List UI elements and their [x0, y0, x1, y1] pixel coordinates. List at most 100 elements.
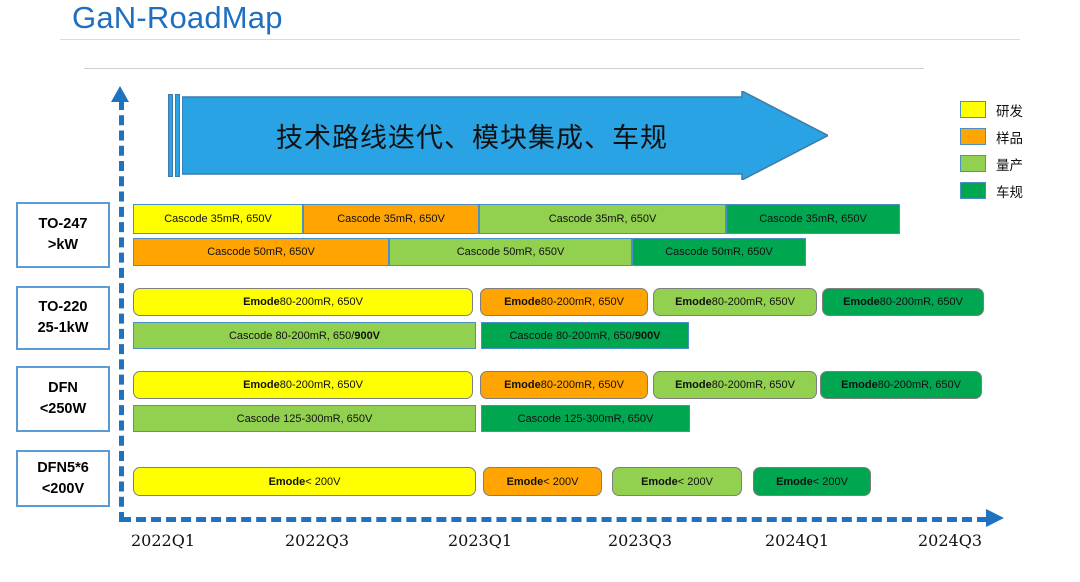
bar-to247-t0-s1[interactable]: Cascode 35mR, 650V: [303, 204, 479, 234]
bar-dfn56-t0-s3[interactable]: Emode < 200V: [753, 467, 871, 496]
row-label-line2: <200V: [41, 480, 85, 497]
vertical-axis-dashed-line: [119, 100, 124, 522]
tick-label-2023q3: 2023Q3: [607, 531, 672, 550]
bar-label: Cascode 125-300mR, 650V: [517, 412, 654, 425]
bar-label-bold-tail: 900V: [354, 329, 381, 342]
bar-dfn56-t0-s0[interactable]: Emode < 200V: [133, 467, 476, 496]
title-divider: [60, 39, 1020, 40]
bar-label-bold-tail: 900V: [634, 329, 661, 342]
bar-to220-t0-s1[interactable]: Emode 80-200mR, 650V: [480, 288, 648, 316]
bar-label: < 200V: [812, 475, 848, 488]
legend-item-1: 样品: [960, 123, 1023, 150]
bar-label-bold: Emode: [776, 475, 813, 488]
tick-label-2024q1: 2024Q1: [764, 531, 829, 550]
bar-to247-t1-s2[interactable]: Cascode 50mR, 650V: [632, 238, 806, 266]
legend-item-0: 研发: [960, 96, 1023, 123]
bar-label-bold: Emode: [243, 379, 280, 391]
legend-item-3: 车规: [960, 177, 1023, 204]
process-arrow-tick-1: [168, 94, 173, 177]
bar-label: Cascode 35mR, 650V: [337, 213, 445, 225]
bar-dfn-t0-s1[interactable]: Emode 80-200mR, 650V: [480, 371, 648, 399]
row-label-line1: TO-220: [38, 299, 88, 315]
bar-label: 80-200mR, 650V: [279, 379, 363, 391]
legend-swatch-yanfa-icon: [960, 101, 986, 118]
bar-label-bold: Emode: [675, 379, 712, 391]
legend-label: 研发: [996, 103, 1023, 120]
bar-label: 80-200mR, 650V: [711, 296, 795, 308]
bar-to247-t0-s0[interactable]: Cascode 35mR, 650V: [133, 204, 303, 234]
bar-label: 80-200mR, 650V: [877, 379, 961, 391]
tick-label-2023q1: 2023Q1: [447, 531, 512, 550]
legend: 研发 样品 量产 车规: [960, 96, 1023, 204]
row-label-line2: >kW: [47, 237, 79, 253]
bar-to220-t0-s0[interactable]: Emode 80-200mR, 650V: [133, 288, 473, 316]
bar-to220-t0-s2[interactable]: Emode 80-200mR, 650V: [653, 288, 817, 316]
bar-label: 80-200mR, 650V: [540, 379, 624, 391]
vertical-axis-arrow-icon: [111, 86, 129, 102]
row-label-line2: 25-1kW: [37, 320, 89, 336]
bar-label: 80-200mR, 650V: [879, 296, 963, 308]
bar-label: 80-200mR, 650V: [711, 379, 795, 391]
bar-label: Cascode 125-300mR, 650V: [236, 412, 373, 425]
process-arrow-tick-2: [175, 94, 180, 177]
bar-label: < 200V: [543, 475, 579, 488]
legend-swatch-chegui-icon: [960, 182, 986, 199]
bar-label-bold: Emode: [843, 296, 880, 308]
bar-to247-t0-s3[interactable]: Cascode 35mR, 650V: [726, 204, 900, 234]
bar-label: Cascode 50mR, 650V: [456, 246, 565, 258]
tick-label-2024q3: 2024Q3: [917, 531, 982, 550]
bar-dfn-t1-s1[interactable]: Cascode 125-300mR, 650V: [481, 405, 690, 432]
bar-label: 80-200mR, 650V: [279, 296, 363, 308]
bar-label: Cascode 35mR, 650V: [548, 213, 657, 225]
timeline-axis-arrow-icon: [986, 509, 1004, 527]
bar-label-bold: Emode: [841, 379, 878, 391]
timeline-axis-dashed-line: [121, 517, 987, 522]
bar-label: Cascode 80-200mR, 650/: [509, 329, 635, 342]
legend-label: 车规: [996, 184, 1023, 201]
legend-label: 样品: [996, 130, 1023, 147]
bar-label: Cascode 50mR, 650V: [665, 246, 773, 258]
bar-dfn-t0-s0[interactable]: Emode 80-200mR, 650V: [133, 371, 473, 399]
bar-label: 80-200mR, 650V: [540, 296, 624, 308]
bar-dfn-t1-s0[interactable]: Cascode 125-300mR, 650V: [133, 405, 476, 432]
row-label-line2: <250W: [39, 401, 87, 417]
bar-dfn56-t0-s1[interactable]: Emode < 200V: [483, 467, 602, 496]
bar-dfn56-t0-s2[interactable]: Emode < 200V: [612, 467, 742, 496]
bar-to247-t0-s2[interactable]: Cascode 35mR, 650V: [479, 204, 726, 234]
bar-to220-t0-s3[interactable]: Emode 80-200mR, 650V: [822, 288, 984, 316]
legend-item-2: 量产: [960, 150, 1023, 177]
bar-label: < 200V: [677, 475, 713, 488]
bar-label: < 200V: [305, 475, 341, 488]
bar-label-bold: Emode: [243, 296, 280, 308]
row-label-to-220: TO-220 25-1kW: [16, 286, 110, 350]
legend-label: 量产: [996, 157, 1023, 174]
process-arrow: 技术路线迭代、模块集成、车规: [168, 91, 828, 180]
bar-label-bold: Emode: [504, 379, 541, 391]
bar-dfn-t0-s3[interactable]: Emode 80-200mR, 650V: [820, 371, 982, 399]
bar-to220-t1-s0[interactable]: Cascode 80-200mR, 650/900V: [133, 322, 476, 349]
bar-label: Cascode 35mR, 650V: [164, 213, 272, 225]
bar-label-bold: Emode: [506, 475, 544, 488]
bar-label-bold: Emode: [268, 475, 306, 488]
row-label-line1: DFN: [48, 380, 78, 396]
row-label-to-247: TO-247 >kW: [16, 202, 110, 268]
legend-swatch-yangpin-icon: [960, 128, 986, 145]
bar-label-bold: Emode: [641, 475, 678, 488]
bar-label: Cascode 50mR, 650V: [207, 246, 315, 258]
bar-label: Cascode 35mR, 650V: [759, 213, 867, 225]
content-divider: [84, 68, 924, 69]
bar-to247-t1-s0[interactable]: Cascode 50mR, 650V: [133, 238, 389, 266]
bar-to247-t1-s1[interactable]: Cascode 50mR, 650V: [389, 238, 632, 266]
legend-swatch-liangchan-icon: [960, 155, 986, 172]
tick-label-2022q1: 2022Q1: [130, 531, 195, 550]
row-label-dfn: DFN <250W: [16, 366, 110, 432]
page-title: GaN-RoadMap: [72, 0, 283, 35]
row-label-dfn5x6: DFN5*6 <200V: [16, 450, 110, 507]
process-arrow-shape: [182, 91, 828, 180]
row-label-line1: DFN5*6: [37, 459, 89, 476]
bar-dfn-t0-s2[interactable]: Emode 80-200mR, 650V: [653, 371, 817, 399]
bar-label-bold: Emode: [504, 296, 541, 308]
bar-to220-t1-s1[interactable]: Cascode 80-200mR, 650/900V: [481, 322, 689, 349]
row-label-line1: TO-247: [38, 216, 88, 232]
tick-label-2022q3: 2022Q3: [284, 531, 349, 550]
